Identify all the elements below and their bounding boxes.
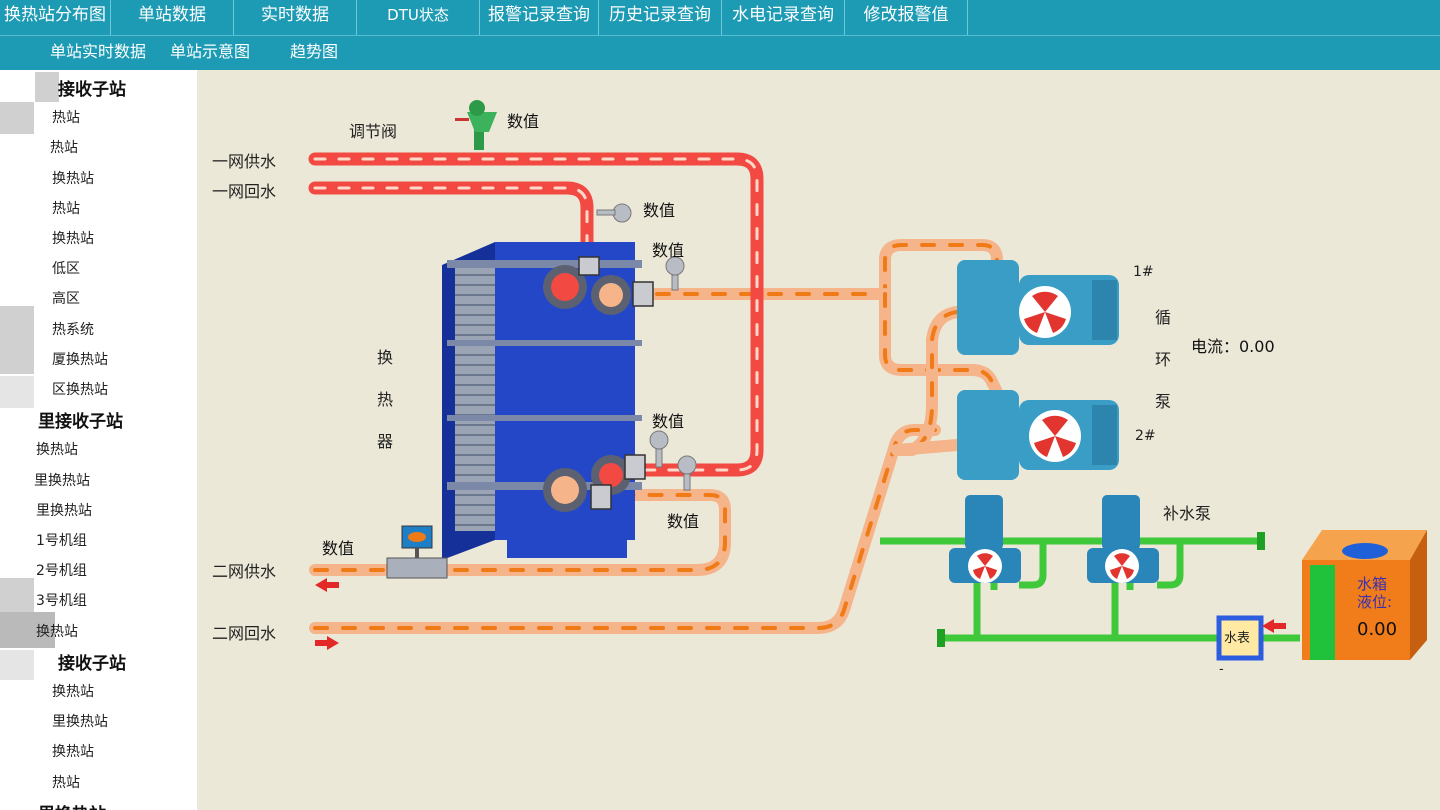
flow-arrows: [315, 578, 1286, 650]
sidebar-group[interactable]: 接收子站: [58, 80, 126, 100]
redacted-block: [0, 102, 34, 134]
sidebar-station-item[interactable]: 里换热站: [52, 714, 108, 731]
secondary-return-label: 二网回水: [212, 624, 277, 643]
sidebar-station-item[interactable]: 3号机组: [36, 593, 87, 610]
nav-dtu-status[interactable]: DTU状态: [357, 0, 480, 35]
pressure-gauges: [596, 203, 697, 491]
primary-return-pressure-value[interactable]: 数值: [643, 201, 676, 220]
sidebar-station-item[interactable]: 热系统: [52, 321, 94, 338]
water-meter-box[interactable]: [1216, 615, 1264, 661]
makeup-pump-2: [1087, 495, 1159, 583]
sidebar-station-item[interactable]: 低区: [52, 261, 80, 278]
sidebar-station-item[interactable]: 2号机组: [36, 563, 87, 580]
circulation-pump-2: [957, 390, 1119, 480]
green-pipe-end: [1257, 532, 1265, 550]
makeup-pump-label: 补水泵: [1163, 504, 1212, 523]
flow-meter: [386, 525, 448, 579]
secondary-supply-label: 二网供水: [212, 562, 277, 581]
sub-nav: 单站实时数据 单站示意图 趋势图: [0, 35, 1440, 71]
secondary-supply-temp-value[interactable]: 数值: [667, 512, 700, 531]
station-tree-sidebar: 接收子站热站热站换热站热站换热站低区高区热系统厦换热站区换热站里接收子站换热站里…: [0, 70, 197, 810]
primary-supply-temp-value[interactable]: 数值: [652, 241, 685, 260]
current-value[interactable]: 电流：0.00: [1191, 337, 1275, 356]
water-meter-dash: -: [1219, 662, 1224, 677]
sidebar-station-item[interactable]: 换热站: [36, 442, 78, 459]
redacted-block: [0, 612, 55, 648]
tank-level-label-1: 水箱: [1357, 575, 1388, 593]
redacted-block: [0, 650, 34, 680]
sidebar-group[interactable]: 接收子站: [58, 653, 126, 674]
pump-1-label: 1#: [1133, 264, 1154, 280]
subnav-station-realtime[interactable]: 单站实时数据: [50, 42, 147, 61]
sidebar-station-item[interactable]: 厦换热站: [52, 351, 108, 368]
sidebar-station-item[interactable]: 换热站: [36, 623, 78, 640]
circ-pump-label-1: 循: [1155, 308, 1172, 327]
sidebar-station-item[interactable]: 高区: [52, 291, 80, 308]
valve-value[interactable]: 数值: [507, 112, 540, 131]
circ-pump-label-3: 泵: [1155, 392, 1172, 411]
nav-alarm-records[interactable]: 报警记录查询: [480, 0, 599, 35]
makeup-pump-1: [949, 495, 1021, 583]
primary-supply-label: 一网供水: [212, 152, 277, 171]
nav-history-records[interactable]: 历史记录查询: [599, 0, 722, 35]
subnav-trend-chart[interactable]: 趋势图: [290, 42, 339, 61]
top-nav: 换热站分布图 单站数据 实时数据 DTU状态 报警记录查询 历史记录查询 水电记…: [0, 0, 1440, 35]
temperature-sensors: [578, 256, 654, 510]
sidebar-station-item[interactable]: 热站: [52, 200, 80, 217]
secondary-pipes: [309, 239, 1003, 634]
primary-return-temp-value[interactable]: 数值: [652, 412, 685, 431]
control-valve: [455, 100, 497, 150]
redacted-block: [0, 306, 34, 374]
water-tank: [1302, 530, 1427, 660]
sidebar-station-item[interactable]: 里换热站: [34, 472, 90, 489]
station-diagram: 调节阀 一网供水 一网回水 二网供水 二网回水 换 热 器 1# 2# 循 环 …: [197, 70, 1440, 810]
valve-label: 调节阀: [349, 122, 398, 141]
pump-2-label: 2#: [1135, 428, 1156, 444]
water-meter-label: 水表: [1224, 631, 1251, 646]
tank-level-value[interactable]: 0.00: [1357, 619, 1398, 640]
sidebar-station-item[interactable]: 换热站: [52, 744, 94, 761]
circ-pump-label-2: 环: [1155, 350, 1172, 369]
sidebar-group[interactable]: 里接收子站: [38, 412, 123, 433]
exchanger-label-3: 器: [377, 432, 394, 451]
sidebar-station-item[interactable]: 区换热站: [52, 382, 108, 398]
sidebar-station-item[interactable]: 热站: [50, 140, 78, 157]
nav-distribution-map[interactable]: 换热站分布图: [0, 0, 111, 35]
green-pipe-end: [937, 629, 945, 647]
sidebar-station-item[interactable]: 换热站: [52, 170, 94, 187]
sidebar-group[interactable]: 里换热站: [38, 800, 106, 810]
sidebar-station-item[interactable]: 热站: [52, 110, 80, 127]
sidebar-station-item[interactable]: 换热站: [52, 684, 94, 700]
secondary-flow-value[interactable]: 数值: [322, 539, 355, 558]
sidebar-station-item[interactable]: 换热站: [52, 231, 94, 247]
plate-heat-exchanger: [442, 242, 642, 560]
nav-single-station-data[interactable]: 单站数据: [111, 0, 234, 35]
redacted-block: [0, 578, 34, 612]
sidebar-station-item[interactable]: 热站: [52, 774, 80, 791]
circulation-pump-1: [957, 260, 1119, 355]
sidebar-station-item[interactable]: 1号机组: [36, 533, 87, 549]
nav-edit-alarm-values[interactable]: 修改报警值: [845, 0, 968, 35]
sidebar-station-item[interactable]: 里换热站: [36, 502, 92, 519]
redacted-block: [0, 376, 34, 408]
redacted-block: [35, 72, 59, 102]
process-schematic: [308, 100, 1427, 661]
subnav-station-diagram[interactable]: 单站示意图: [170, 42, 251, 61]
exchanger-label-2: 热: [377, 390, 394, 409]
tank-level-label-2: 液位:: [1357, 593, 1393, 611]
nav-utility-records[interactable]: 水电记录查询: [722, 0, 845, 35]
primary-return-label: 一网回水: [212, 182, 277, 201]
nav-realtime-data[interactable]: 实时数据: [234, 0, 357, 35]
exchanger-label-1: 换: [377, 348, 394, 367]
